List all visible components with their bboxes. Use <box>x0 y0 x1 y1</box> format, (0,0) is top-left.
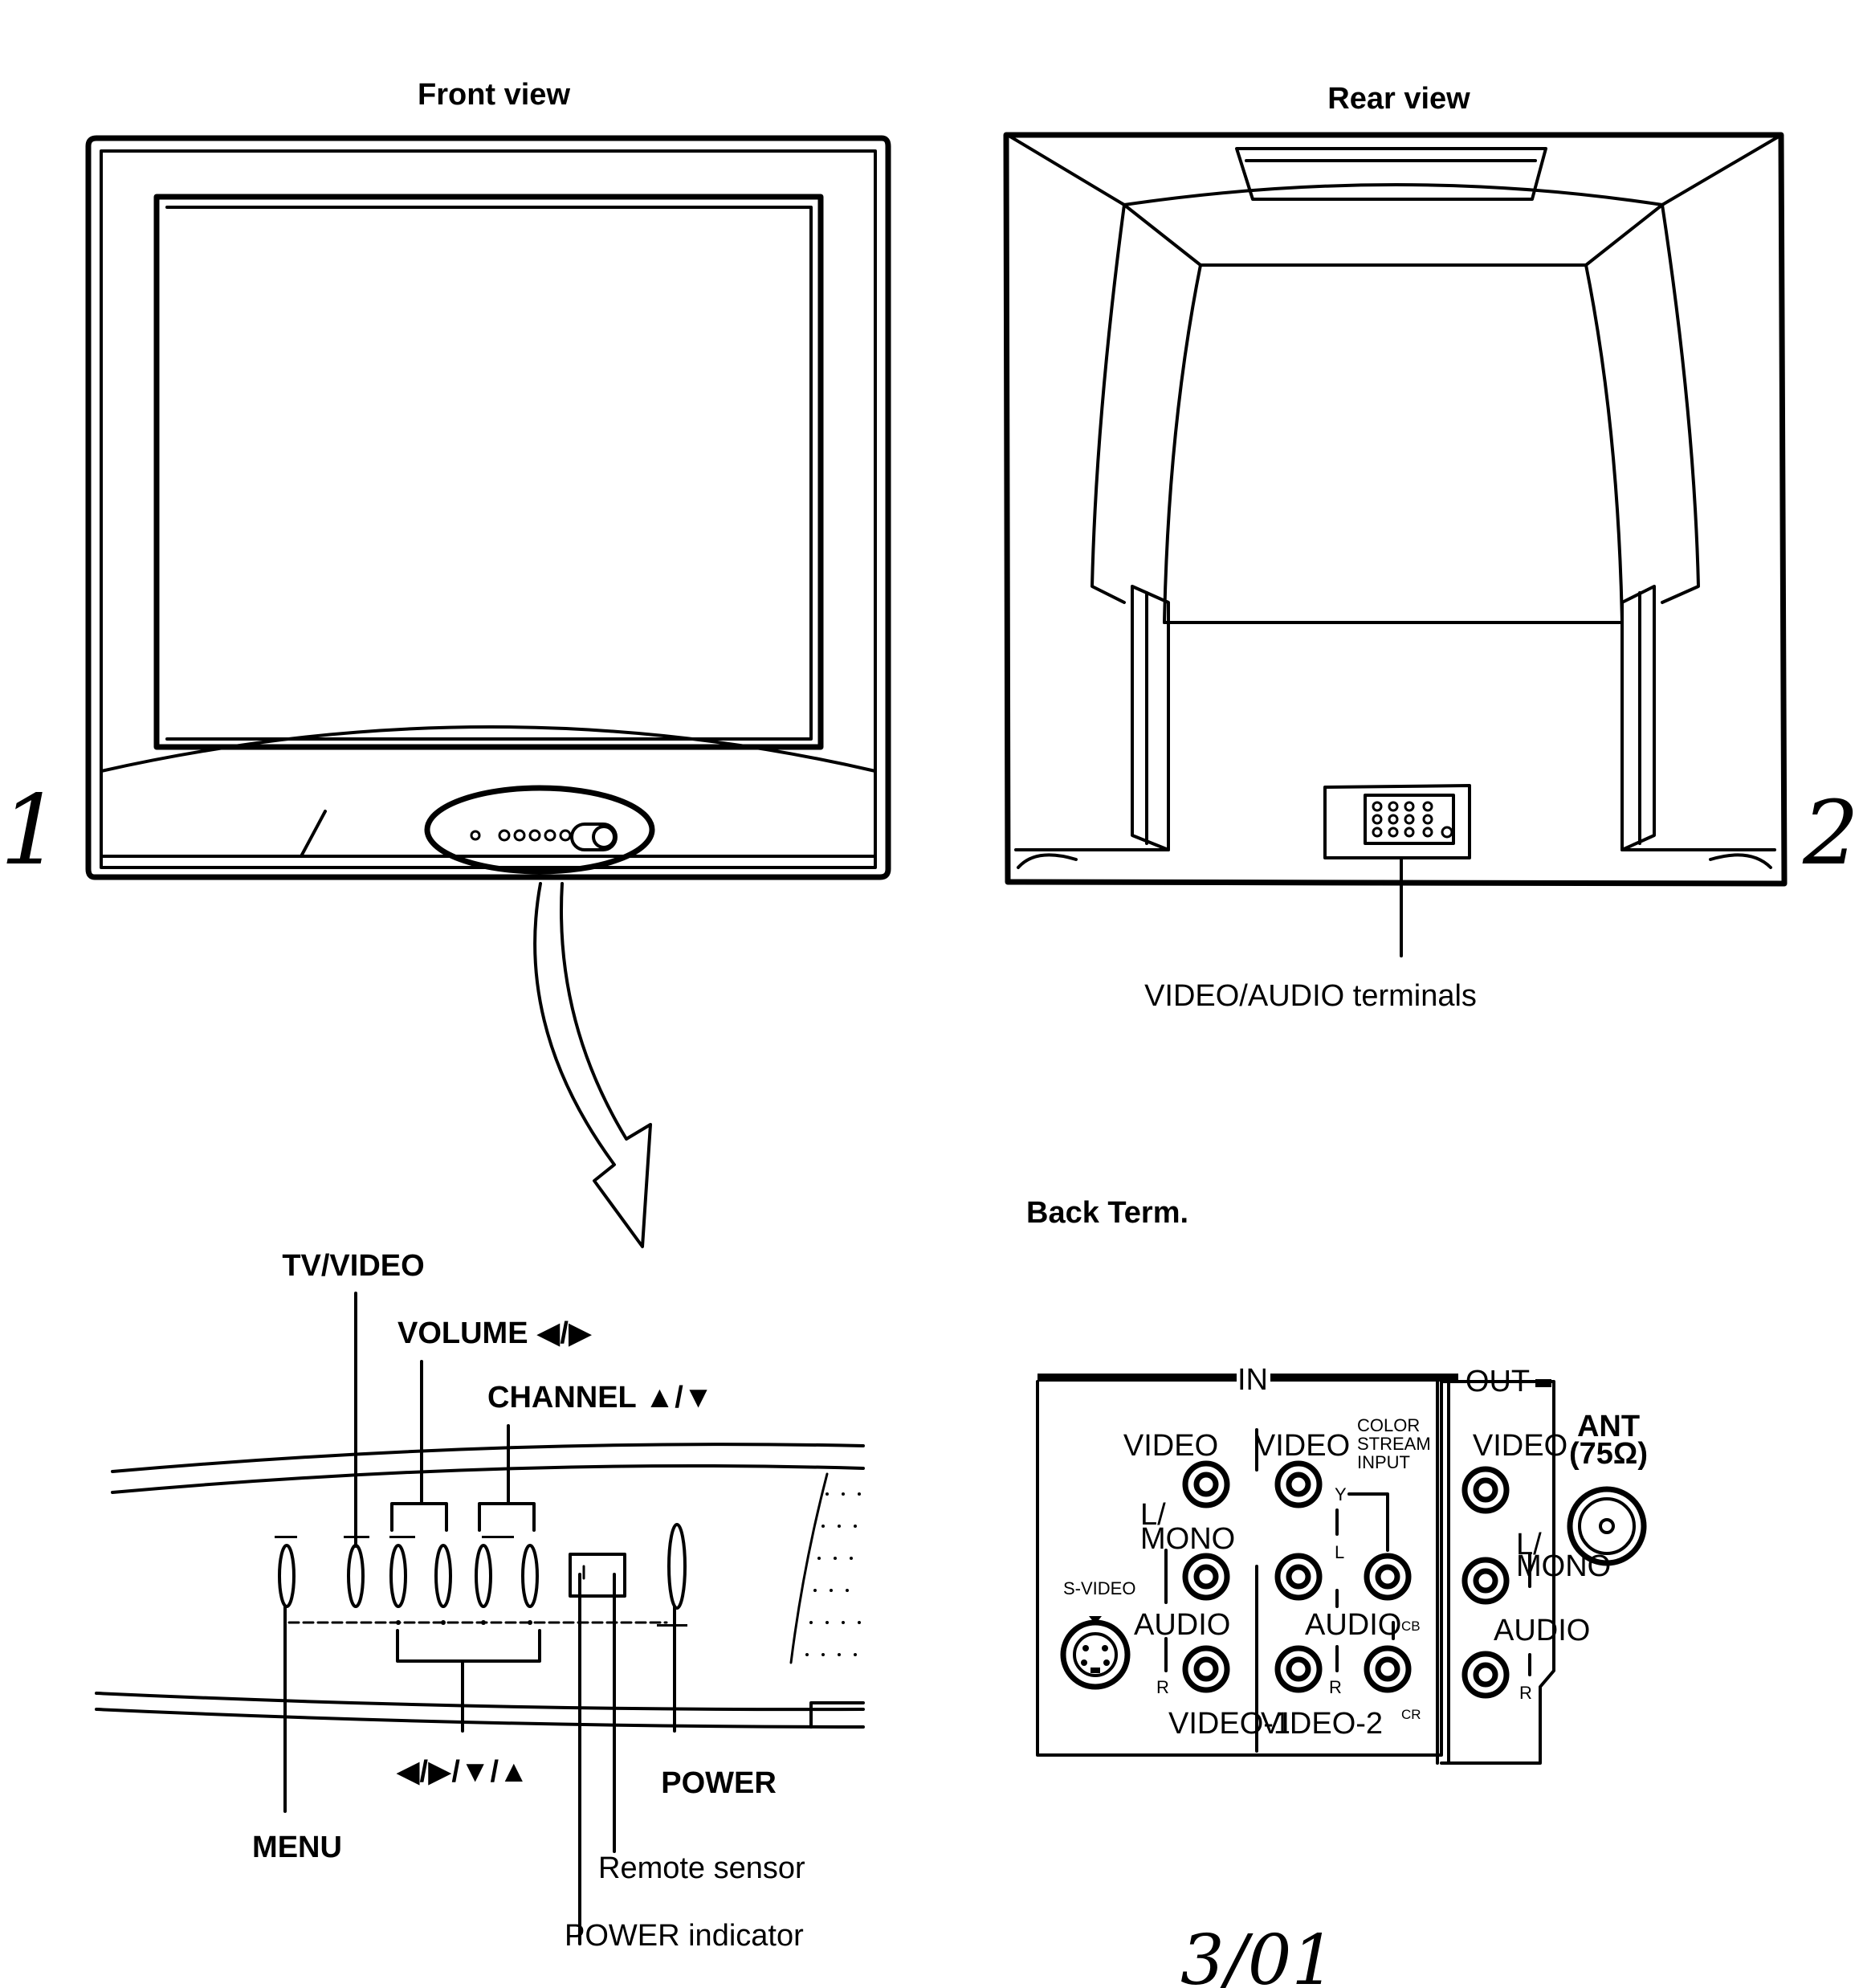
color-stream-label-2: STREAM <box>1357 1434 1431 1454</box>
rear-cabinet-outline <box>1003 132 1788 887</box>
power-label: POWER <box>661 1766 777 1800</box>
jack-out-l-mono[interactable] <box>1461 1557 1510 1605</box>
jack-video-2[interactable] <box>1274 1460 1323 1508</box>
jack-out-video[interactable] <box>1461 1466 1510 1514</box>
tv-video-button[interactable] <box>347 1544 365 1608</box>
rear-cover-top <box>1009 135 1780 206</box>
zoom-arrow <box>533 882 652 1248</box>
out-mono-label: MONO <box>1516 1549 1611 1583</box>
video-2-top-label: VIDEO <box>1255 1429 1350 1463</box>
front-control-buttons <box>470 823 618 851</box>
rear-cover-upper <box>1123 203 1664 267</box>
in-panel <box>1036 1380 1443 1757</box>
menu-label: MENU <box>252 1831 342 1864</box>
jack-l-mono-1[interactable] <box>1182 1553 1230 1601</box>
figure-number-2: 2 <box>1802 782 1859 884</box>
volume-bracket <box>390 1502 448 1532</box>
tv-video-label: TV/VIDEO <box>282 1249 424 1283</box>
jack-cb-cr[interactable] <box>1364 1645 1412 1693</box>
out-audio-label: AUDIO <box>1494 1614 1590 1647</box>
front-screen-bezel <box>165 206 813 741</box>
rear-terminals-label: VIDEO/AUDIO terminals <box>1144 979 1477 1013</box>
rear-handle <box>1235 147 1547 201</box>
s-video-jack[interactable] <box>1060 1616 1131 1690</box>
arrows-bracket <box>396 1629 541 1663</box>
rear-terminal-box <box>1323 784 1471 859</box>
speaker-grille <box>805 1492 861 1656</box>
channel-bracket <box>478 1502 536 1532</box>
l-2-label: L <box>1335 1542 1344 1562</box>
rear-view-title: Rear view <box>1327 82 1470 116</box>
ant-ohm-label: (75Ω) <box>1569 1437 1648 1471</box>
arrows-label: ◀/▶/▼/▲ <box>396 1755 528 1789</box>
jack-r-2[interactable] <box>1274 1645 1323 1693</box>
channel-label: CHANNEL ▲/▼ <box>487 1381 713 1414</box>
color-stream-label-3: INPUT <box>1357 1452 1410 1472</box>
out-video-label: VIDEO <box>1473 1429 1567 1463</box>
jack-out-r[interactable] <box>1461 1651 1510 1699</box>
out-r-label: R <box>1519 1683 1532 1703</box>
channel-up-button[interactable] <box>521 1544 539 1608</box>
front-control-ellipse <box>424 785 655 875</box>
jack-r-1[interactable] <box>1182 1645 1230 1693</box>
rear-terminal-jacks <box>1364 794 1455 845</box>
front-cabinet-outline <box>85 135 891 880</box>
front-panel-divider <box>300 810 327 858</box>
audio-2-label: AUDIO <box>1305 1608 1401 1642</box>
in-label: IN <box>1237 1363 1268 1397</box>
r-2-label: R <box>1329 1677 1342 1697</box>
remote-sensor-label: Remote sensor <box>598 1851 805 1885</box>
channel-down-button[interactable] <box>475 1544 492 1608</box>
power-button[interactable] <box>667 1523 687 1610</box>
handwritten-date: 3/01 <box>1180 1921 1335 1988</box>
figure-number-1: 1 <box>0 775 61 887</box>
jack-y[interactable] <box>1364 1553 1412 1601</box>
video-1-top-label: VIDEO <box>1123 1429 1218 1463</box>
front-view-title: Front view <box>418 78 570 112</box>
panel-bottom-curve <box>95 1692 865 1712</box>
rear-view: Rear view VIDEO/AUDIO terminals <box>1003 82 1859 1013</box>
front-panel-detail: TV/VIDEO VOLUME ◀/▶ CHANNEL ▲/▼ <box>95 1249 865 1953</box>
front-cabinet-inner <box>100 149 877 869</box>
power-indicator-label: POWER indicator <box>565 1919 804 1953</box>
menu-button[interactable] <box>278 1544 296 1608</box>
panel-top-curve <box>111 1443 865 1473</box>
antenna-jack[interactable] <box>1567 1486 1647 1566</box>
l-mono-1-mono-label: MONO <box>1140 1522 1235 1556</box>
rear-cover-right-side <box>1661 203 1700 604</box>
front-screen <box>153 194 824 750</box>
rear-cover-left-side <box>1090 203 1126 604</box>
front-panel-curve <box>100 725 877 773</box>
volume-down-button[interactable] <box>389 1544 407 1608</box>
out-l-label: L/ <box>1516 1528 1542 1561</box>
back-term-title: Back Term. <box>1026 1196 1188 1230</box>
volume-label: VOLUME ◀/▶ <box>397 1316 593 1350</box>
out-panel <box>1440 1380 1555 1765</box>
volume-up-button[interactable] <box>434 1544 452 1608</box>
s-video-label: S-VIDEO <box>1063 1578 1135 1598</box>
color-stream-label-1: COLOR <box>1357 1415 1420 1435</box>
jack-l-2[interactable] <box>1274 1553 1323 1601</box>
rear-leg-left <box>1131 585 1170 851</box>
cb-label: CB <box>1401 1619 1421 1634</box>
front-view: Front view 1 <box>0 78 891 887</box>
rca-jacks <box>1182 1460 1510 1699</box>
jack-video-1[interactable] <box>1182 1460 1230 1508</box>
video-1-bottom-label: VIDEO-1 <box>1168 1707 1290 1741</box>
ant-label: ANT <box>1577 1410 1640 1443</box>
cr-label: CR <box>1401 1707 1421 1722</box>
r-1-label: R <box>1156 1677 1169 1697</box>
back-terminal: Back Term. IN OUT <box>1026 1196 1648 1765</box>
remote-sensor-window <box>569 1553 626 1598</box>
l-mono-1-l-label: L/ <box>1140 1498 1166 1532</box>
video-2-bottom-label: VIDEO-2 <box>1261 1707 1383 1741</box>
y-label: Y <box>1335 1484 1347 1504</box>
audio-1-label: AUDIO <box>1134 1608 1230 1642</box>
